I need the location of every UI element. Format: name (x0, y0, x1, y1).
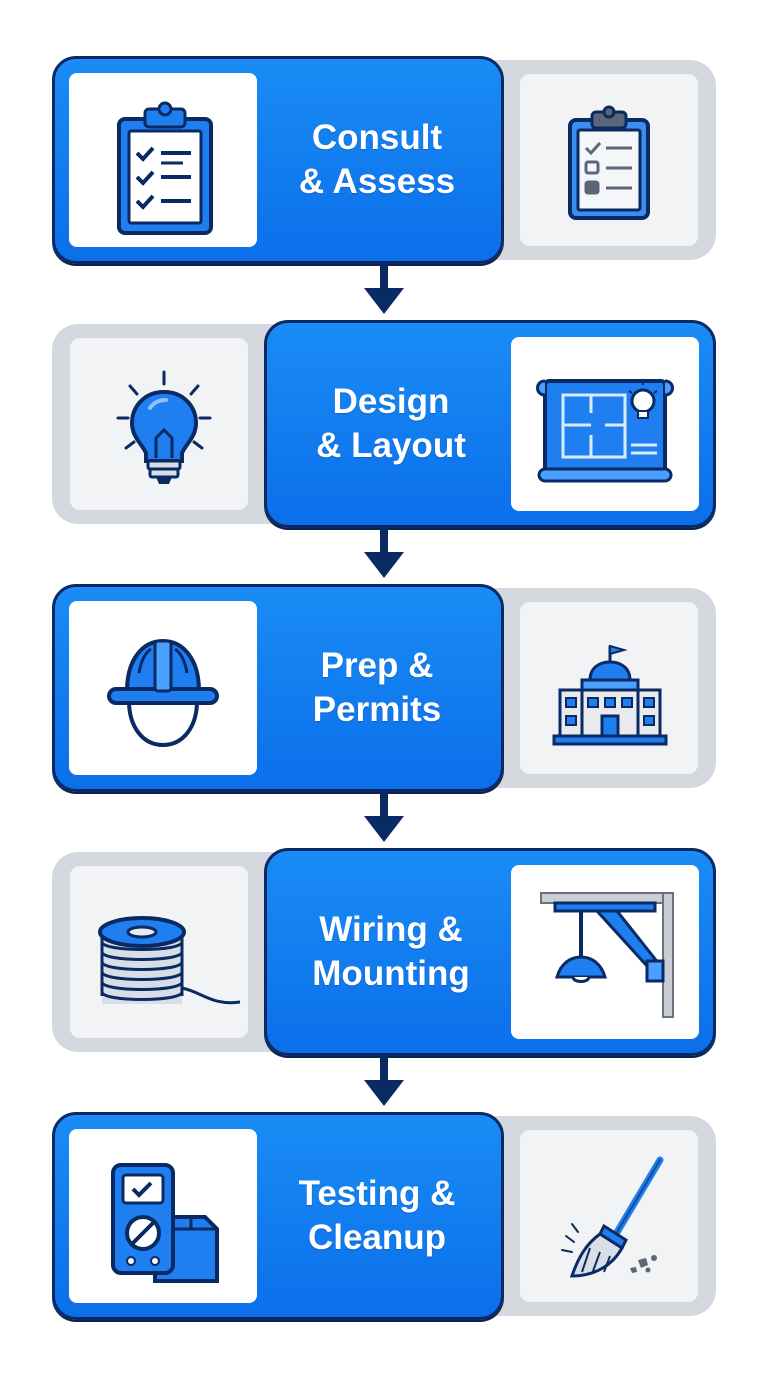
step-main-card: Testing & Cleanup (52, 1112, 504, 1320)
arrow-down-icon (360, 790, 408, 846)
step-main-tile (511, 865, 699, 1039)
step-label: Wiring & Mounting (312, 910, 470, 993)
step-main-tile (69, 1129, 257, 1303)
step-main-card: Consult & Assess (52, 56, 504, 264)
arrow-down-icon (360, 1054, 408, 1110)
step-label: Testing & Cleanup (298, 1174, 456, 1257)
step-side-well (520, 74, 698, 246)
step-main-tile (69, 73, 257, 247)
step-design-layout: Design & Layout (52, 320, 716, 528)
hard-hat-worker-icon (69, 601, 257, 775)
step-side-well (70, 866, 248, 1038)
step-label: Consult & Assess (298, 118, 456, 201)
floor-plan-blueprint-icon (511, 337, 699, 511)
step-main-tile (69, 601, 257, 775)
clipboard-checklist-icon (69, 73, 257, 247)
arrow-down-icon (360, 526, 408, 582)
step-label: Design & Layout (316, 382, 466, 465)
step-prep-permits: Prep & Permits (52, 584, 716, 792)
step-testing-cleanup: Testing & Cleanup (52, 1112, 716, 1320)
step-consult-assess: Consult & Assess (52, 56, 716, 264)
arrow-down-icon (360, 262, 408, 318)
step-wiring-mounting: Wiring & Mounting (52, 848, 716, 1056)
step-side-well (520, 602, 698, 774)
government-building-icon (520, 602, 698, 774)
wire-spool-icon (70, 866, 248, 1038)
step-main-card: Wiring & Mounting (264, 848, 716, 1056)
step-main-tile (511, 337, 699, 511)
step-main-card: Design & Layout (264, 320, 716, 528)
ceiling-light-mount-icon (511, 865, 699, 1039)
step-side-panel (446, 60, 716, 260)
step-label: Prep & Permits (312, 646, 442, 729)
step-side-well (520, 1130, 698, 1302)
clipboard-checkbox-icon (520, 74, 698, 246)
light-bulb-icon (70, 338, 248, 510)
broom-icon (520, 1130, 698, 1302)
step-side-well (70, 338, 248, 510)
step-main-card: Prep & Permits (52, 584, 504, 792)
multimeter-box-icon (69, 1129, 257, 1303)
